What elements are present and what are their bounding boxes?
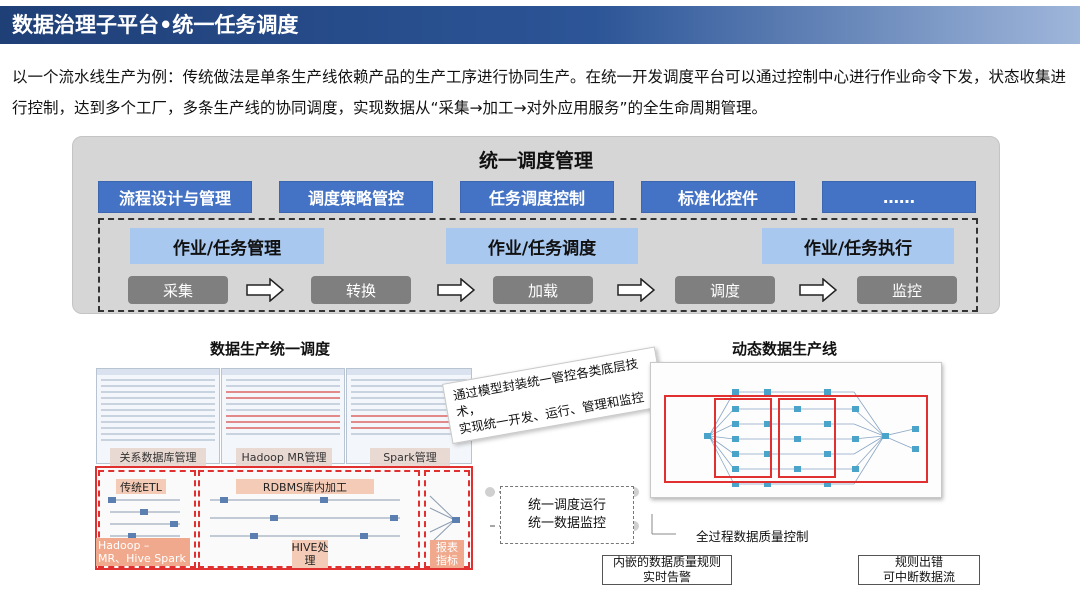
step-transform: 转换 <box>311 276 411 304</box>
unified-run-box: 统一调度运行 统一数据监控 <box>500 486 634 544</box>
arrow-right-icon <box>437 278 475 302</box>
flow-label-hadoop-line2: MR、Hive Spark <box>98 552 186 565</box>
flow-label-report-line2: 指标 <box>436 554 458 567</box>
arrow-right-icon <box>246 278 284 302</box>
flow-label-hive: HIVE处 理 <box>291 540 329 568</box>
quality-inner-box <box>714 398 772 478</box>
quality-rule-line2: 实时告警 <box>642 570 691 584</box>
left-section-title: 数据生产统一调度 <box>210 340 331 358</box>
rule-error-line1: 规则出错 <box>894 555 943 569</box>
flow-label-hadoop: Hadoop – MR、Hive Spark <box>96 538 190 566</box>
right-section-title: 动态数据生产线 <box>732 340 838 358</box>
quality-outer-box <box>664 395 928 483</box>
screenshot-caption: Hadoop MR管理 <box>236 448 332 466</box>
flow-label-hive-line2: 理 <box>304 554 316 567</box>
intro-text: 以一个流水线生产为例：传统做法是单条生产线依赖产品的生产工序进行协同生产。在统一… <box>12 68 1067 117</box>
dynamic-line-screenshot <box>650 362 942 498</box>
module-task-control: 任务调度控制 <box>460 181 614 213</box>
module-strategy-control: 调度策略管控 <box>279 181 433 213</box>
module-more: …… <box>822 181 976 213</box>
group-task-management: 作业/任务管理 <box>130 228 324 264</box>
dynamic-line-diagram <box>704 389 919 487</box>
group-task-scheduling: 作业/任务调度 <box>446 228 638 264</box>
flow-etl-box <box>98 470 196 568</box>
flow-label-etl: 传统ETL <box>116 479 166 494</box>
management-title: 统一调度管理 <box>478 150 593 172</box>
rule-error-note: 规则出错 可中断数据流 <box>858 555 980 585</box>
flow-label-report: 报表 指标 <box>430 540 464 568</box>
module-flow-design: 流程设计与管理 <box>98 181 252 213</box>
step-load: 加载 <box>493 276 593 304</box>
module-standard-widgets: 标准化控件 <box>641 181 795 213</box>
quality-inner-box <box>778 398 836 478</box>
task-dashed-box <box>98 218 978 312</box>
group-task-execution: 作业/任务执行 <box>762 228 954 264</box>
step-schedule: 调度 <box>675 276 775 304</box>
page-title: 数据治理子平台•统一任务调度 <box>12 13 299 37</box>
title-bar <box>0 6 1080 44</box>
technology-callout: 通过模型封装统一管控各类底层技术， 实现统一开发、运行、管理和监控 <box>442 346 666 445</box>
quality-rule-note: 内嵌的数据质量规则 实时告警 <box>602 555 732 585</box>
flow-label-hive-line1: HIVE处 <box>291 541 329 554</box>
step-collect: 采集 <box>128 276 228 304</box>
arrow-right-icon <box>799 278 837 302</box>
flow-label-report-line1: 报表 <box>436 541 458 554</box>
rule-error-line2: 可中断数据流 <box>882 570 955 584</box>
flow-diagram <box>108 495 460 545</box>
arrow-right-icon <box>617 278 655 302</box>
flow-label-rdbms: RDBMS库内加工 <box>236 479 374 494</box>
unified-run-line1: 统一调度运行 <box>527 498 606 513</box>
screenshot-caption: 关系数据库管理 <box>110 448 206 466</box>
unified-run-line2: 统一数据监控 <box>527 516 606 531</box>
quality-control-label: 全过程数据质量控制 <box>696 529 809 544</box>
flow-label-hadoop-line1: Hadoop – <box>98 539 150 552</box>
quality-rule-line1: 内嵌的数据质量规则 <box>612 555 721 569</box>
screenshot-caption: Spark管理 <box>370 448 450 466</box>
step-monitor: 监控 <box>857 276 957 304</box>
